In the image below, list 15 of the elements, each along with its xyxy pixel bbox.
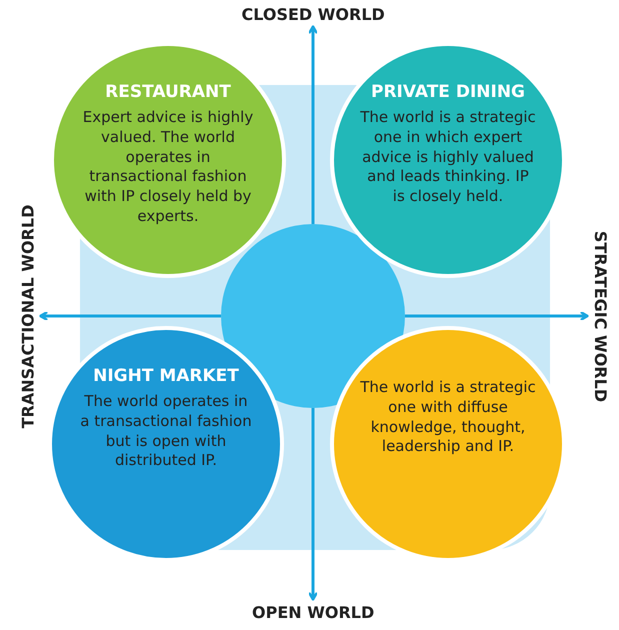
arrow (308, 408, 318, 601)
arrow (39, 310, 221, 322)
quadrant-heading: NIGHT MARKET (93, 366, 239, 386)
axis-label: OPEN WORLD (252, 602, 374, 622)
quadrant-description: The world is a strategic one with diffuse knowledge, thought, leadership and IP. (360, 378, 536, 458)
axis-label: CLOSED WORLD (242, 4, 385, 24)
quadrant-description: The world operates in a transactional fashion but is open with distributed IP. (79, 392, 253, 472)
arrow (308, 25, 318, 224)
quadrant-description: The world is a strategic one in which expert advice is highly valued and leads thinking. IP is closely held. (360, 108, 536, 207)
axis-label: TRANSACTIONAL WORLD (18, 204, 38, 428)
axis-label: STRATEGIC WORLD (590, 230, 610, 402)
quadrant-heading: RESTAURANT (105, 82, 231, 102)
quadrant-description: Expert advice is highly valued. The world operates in transactional fashion with IP closely held by experts. (82, 108, 254, 227)
arrow (405, 310, 589, 322)
quadrant-heading: PRIVATE DINING (370, 82, 525, 102)
